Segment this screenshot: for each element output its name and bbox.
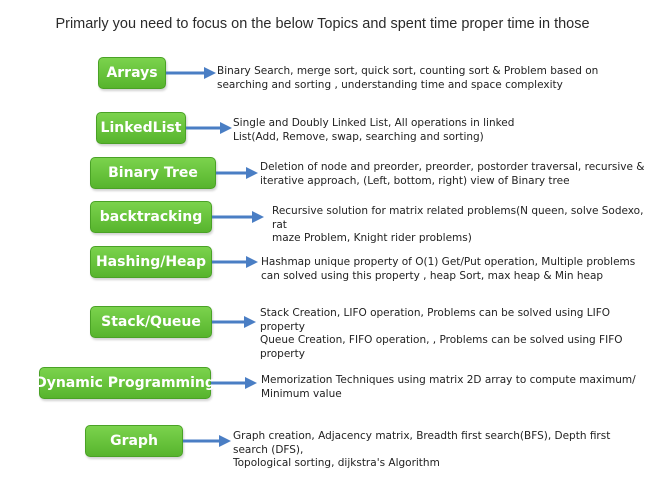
arrow-backtracking bbox=[212, 211, 264, 223]
desc-line: Single and Doubly Linked List, All opera… bbox=[233, 117, 515, 129]
topic-box-hashing-heap: Hashing/Heap bbox=[90, 246, 212, 278]
desc-dynamic-programming: Memorization Techniques using matrix 2D … bbox=[261, 374, 636, 401]
arrow-linkedlist bbox=[186, 122, 232, 134]
arrow-arrays bbox=[166, 67, 216, 79]
desc-line: Minimum value bbox=[261, 387, 342, 400]
desc-line: Stack Creation, LIFO operation, Problems… bbox=[260, 307, 611, 333]
desc-hashing-heap: Hashmap unique property of O(1) Get/Put … bbox=[261, 256, 635, 283]
arrow-graph bbox=[183, 435, 231, 447]
desc-line: Deletion of node and preorder, preorder,… bbox=[260, 161, 645, 173]
arrow-hashing-heap bbox=[212, 256, 258, 268]
desc-line: Graph creation, Adjacency matrix, Breadt… bbox=[233, 430, 611, 456]
desc-stack-queue: Stack Creation, LIFO operation, Problems… bbox=[260, 307, 645, 361]
topic-box-binary-tree: Binary Tree bbox=[90, 157, 216, 189]
desc-line: searching and sorting , understanding ti… bbox=[217, 78, 563, 91]
topic-box-linkedlist: LinkedList bbox=[96, 112, 186, 144]
topic-box-graph: Graph bbox=[85, 425, 183, 457]
page-heading: Primarly you need to focus on the below … bbox=[55, 16, 590, 32]
desc-binary-tree: Deletion of node and preorder, preorder,… bbox=[260, 161, 644, 188]
arrow-binary-tree bbox=[216, 167, 258, 179]
desc-line: List(Add, Remove, swap, searching and so… bbox=[233, 130, 484, 143]
desc-line: Binary Search, merge sort, quick sort, c… bbox=[217, 65, 599, 77]
arrow-dynamic-programming bbox=[211, 377, 257, 389]
desc-graph: Graph creation, Adjacency matrix, Breadt… bbox=[233, 430, 645, 471]
topic-box-arrays: Arrays bbox=[98, 57, 166, 89]
desc-line: Topological sorting, dijkstra's Algorith… bbox=[233, 457, 440, 469]
topic-box-backtracking: backtracking bbox=[90, 201, 212, 233]
topic-box-dynamic-programming: Dynamic Programming bbox=[35, 367, 215, 399]
desc-line: iterative approach, (Left, bottom, right… bbox=[260, 174, 570, 187]
arrow-stack-queue bbox=[212, 316, 256, 328]
desc-line: Recursive solution for matrix related pr… bbox=[272, 205, 644, 231]
desc-line: can solved using this property , heap So… bbox=[261, 269, 604, 282]
desc-line: maze Problem, Knight rider problems) bbox=[272, 232, 472, 244]
desc-arrays: Binary Search, merge sort, quick sort, c… bbox=[217, 65, 598, 92]
desc-line: Hashmap unique property of O(1) Get/Put … bbox=[261, 256, 636, 268]
desc-backtracking: Recursive solution for matrix related pr… bbox=[272, 205, 645, 246]
topic-box-stack-queue: Stack/Queue bbox=[90, 306, 212, 338]
desc-linkedlist: Single and Doubly Linked List, All opera… bbox=[233, 117, 514, 144]
desc-line: Memorization Techniques using matrix 2D … bbox=[261, 374, 636, 386]
desc-line: Queue Creation, FIFO operation, , Proble… bbox=[260, 334, 623, 360]
